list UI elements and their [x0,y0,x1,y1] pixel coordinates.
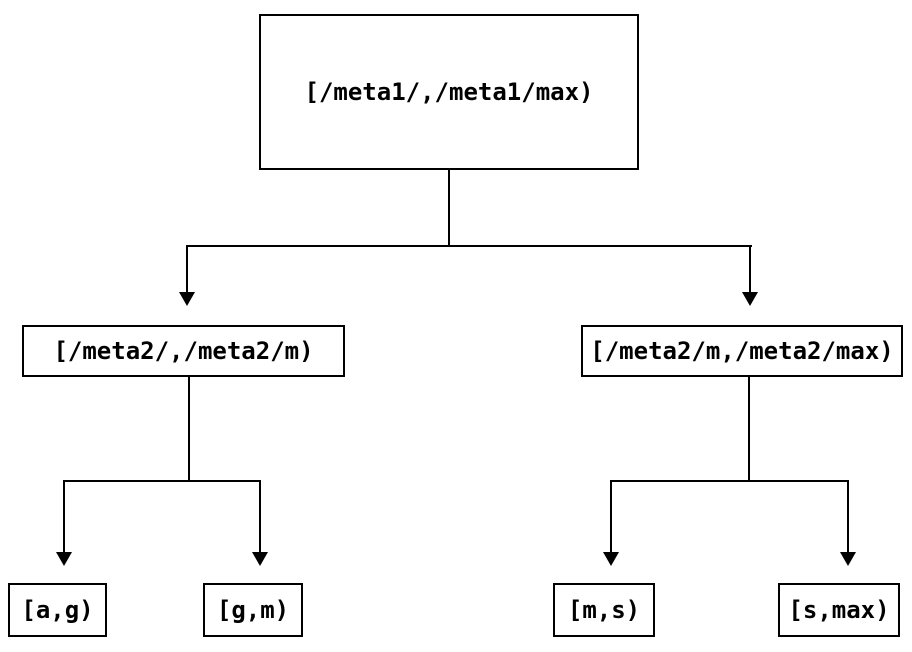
edge-left-child-to-leaf-gm-drop [259,480,261,553]
arrowhead-down-icon [56,552,72,566]
edge-left-child-stem [188,377,190,482]
edge-right-child-to-leaf-smax-drop [847,480,849,553]
arrowhead-down-icon [252,552,268,566]
arrowhead-down-icon [179,292,195,306]
tree-node-right-child: [/meta2/m,/meta2/max) [581,325,903,377]
tree-node-right-child-label: [/meta2/m,/meta2/max) [590,337,894,365]
edge-root-horizontal-bar [186,245,752,247]
tree-node-root-label: [/meta1/,/meta1/max) [304,78,594,106]
tree-node-leaf-gm: [g,m) [203,583,303,637]
edge-right-child-to-leaf-ms-drop [610,480,612,553]
edge-root-stem [448,170,450,247]
tree-node-leaf-ms-label: [m,s) [567,596,641,624]
tree-node-leaf-smax-label: [s,max) [788,596,890,624]
edge-right-child-stem [748,377,750,482]
edge-root-to-right-drop [749,245,751,293]
tree-node-leaf-smax: [s,max) [778,583,900,637]
tree-node-leaf-ag-label: [a,g) [21,596,94,624]
tree-node-leaf-ms: [m,s) [553,583,655,637]
tree-node-leaf-gm-label: [g,m) [216,596,290,624]
edge-right-child-horizontal-bar [610,480,849,482]
arrowhead-down-icon [742,292,758,306]
tree-node-leaf-ag: [a,g) [8,583,107,637]
tree-node-root: [/meta1/,/meta1/max) [259,14,639,170]
arrowhead-down-icon [840,552,856,566]
edge-left-child-horizontal-bar [63,480,261,482]
edge-left-child-to-leaf-ag-drop [63,480,65,553]
edge-root-to-left-drop [186,245,188,293]
arrowhead-down-icon [603,552,619,566]
tree-node-left-child-label: [/meta2/,/meta2/m) [53,337,314,365]
tree-node-left-child: [/meta2/,/meta2/m) [22,325,345,377]
